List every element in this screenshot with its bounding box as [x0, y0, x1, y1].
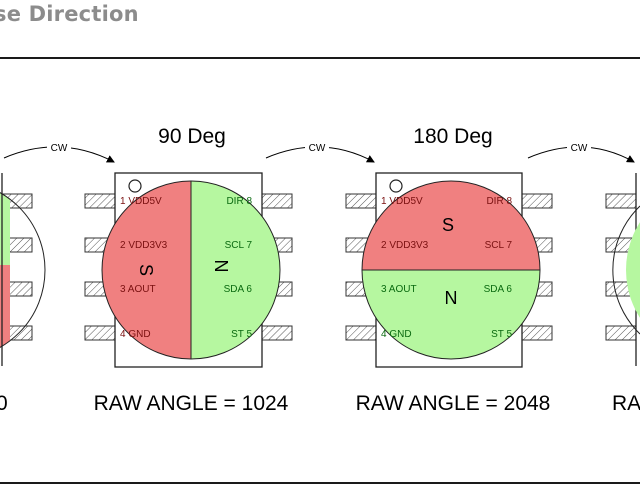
- cw-arrow-2: CW: [265, 141, 375, 163]
- chip-180: 180 Deg S N 1 VDD5V 2 VDD3V3 3 AOUT 4 GN…: [345, 125, 553, 415]
- chip-prev: 0: [0, 173, 46, 415]
- chip-180-pin-labels-right: DIR 8 SCL 7 SDA 6 ST 5: [484, 196, 513, 340]
- chip-90-raw-angle: RAW ANGLE = 1024: [94, 392, 289, 415]
- chip-180-raw-angle: RAW ANGLE = 2048: [356, 392, 551, 415]
- chip-90-pin1-marker: [128, 179, 142, 193]
- pin-label: ST 5: [231, 329, 252, 340]
- pin-label: SDA 6: [484, 284, 513, 295]
- pin-label: 1 VDD5V: [120, 196, 162, 207]
- pin-label: ST 5: [491, 329, 512, 340]
- cw-label-1: CW: [51, 143, 68, 154]
- section-title: se Direction: [0, 2, 139, 26]
- pin-label: SCL 7: [485, 240, 513, 251]
- chip-90-heading: 90 Deg: [158, 125, 226, 148]
- pin-label: 3 AOUT: [120, 284, 156, 295]
- chip-next-raw-angle: RA: [612, 392, 640, 415]
- chip-90-north-label: N: [211, 260, 231, 273]
- cw-arrow-3: CW: [527, 141, 635, 163]
- pin-label: DIR 8: [226, 196, 252, 207]
- chip-next: RA: [605, 173, 640, 415]
- chip-180-heading: 180 Deg: [413, 125, 492, 148]
- bottom-divider: [0, 482, 640, 484]
- chip-prev-raw-angle: 0: [0, 392, 8, 415]
- chip-90-pin-labels-right: DIR 8 SCL 7 SDA 6 ST 5: [224, 196, 253, 340]
- pin-label: 4 GND: [381, 329, 412, 340]
- cw-label-3: CW: [571, 143, 588, 154]
- chip-180-north-label: N: [445, 288, 458, 308]
- chip-90: 90 Deg S N 1 VDD5V 2 VDD3V3 3 AOUT 4 GND: [84, 125, 293, 415]
- chip-180-pins: [345, 193, 553, 341]
- chip-90-pin-labels-left: 1 VDD5V 2 VDD3V3 3 AOUT 4 GND: [120, 196, 168, 340]
- pin-label: 2 VDD3V3: [381, 240, 429, 251]
- pin-label: 2 VDD3V3: [120, 240, 168, 251]
- chip-prev-magnet: [0, 181, 10, 359]
- chip-180-south-label: S: [442, 215, 454, 235]
- cw-label-2: CW: [309, 143, 326, 154]
- top-divider: [0, 57, 640, 59]
- chip-180-pin1-marker: [389, 179, 403, 193]
- pin-label: DIR 8: [486, 196, 512, 207]
- pin-label: SDA 6: [224, 284, 253, 295]
- pin-label: 4 GND: [120, 329, 151, 340]
- pin-label: SCL 7: [225, 240, 253, 251]
- cw-arrow-1: CW: [3, 141, 115, 163]
- pin-label: 3 AOUT: [381, 284, 417, 295]
- chip-90-south-label: S: [136, 264, 156, 276]
- pin-label: 1 VDD5V: [381, 196, 423, 207]
- chip-180-pin-labels-left: 1 VDD5V 2 VDD3V3 3 AOUT 4 GND: [381, 196, 429, 340]
